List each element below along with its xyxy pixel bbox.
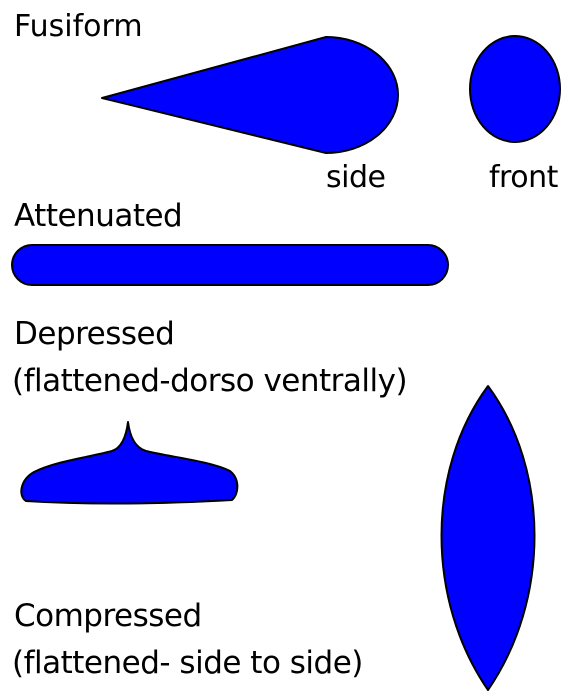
fusiform-title: Fusiform xyxy=(14,12,143,42)
side-view-label: side xyxy=(326,163,385,193)
compressed-description: (flattened- side to side) xyxy=(12,648,363,679)
fusiform-front-shape xyxy=(470,36,560,142)
attenuated-shape xyxy=(12,245,448,285)
compressed-shape xyxy=(442,386,535,690)
depressed-title: Depressed xyxy=(14,319,174,350)
attenuated-title: Attenuated xyxy=(14,201,182,232)
fusiform-side-shape xyxy=(102,37,398,153)
front-view-label: front xyxy=(489,163,558,193)
depressed-description: (flattened-dorso ventrally) xyxy=(12,366,407,397)
depressed-shape xyxy=(21,422,237,504)
compressed-title: Compressed xyxy=(14,601,202,632)
